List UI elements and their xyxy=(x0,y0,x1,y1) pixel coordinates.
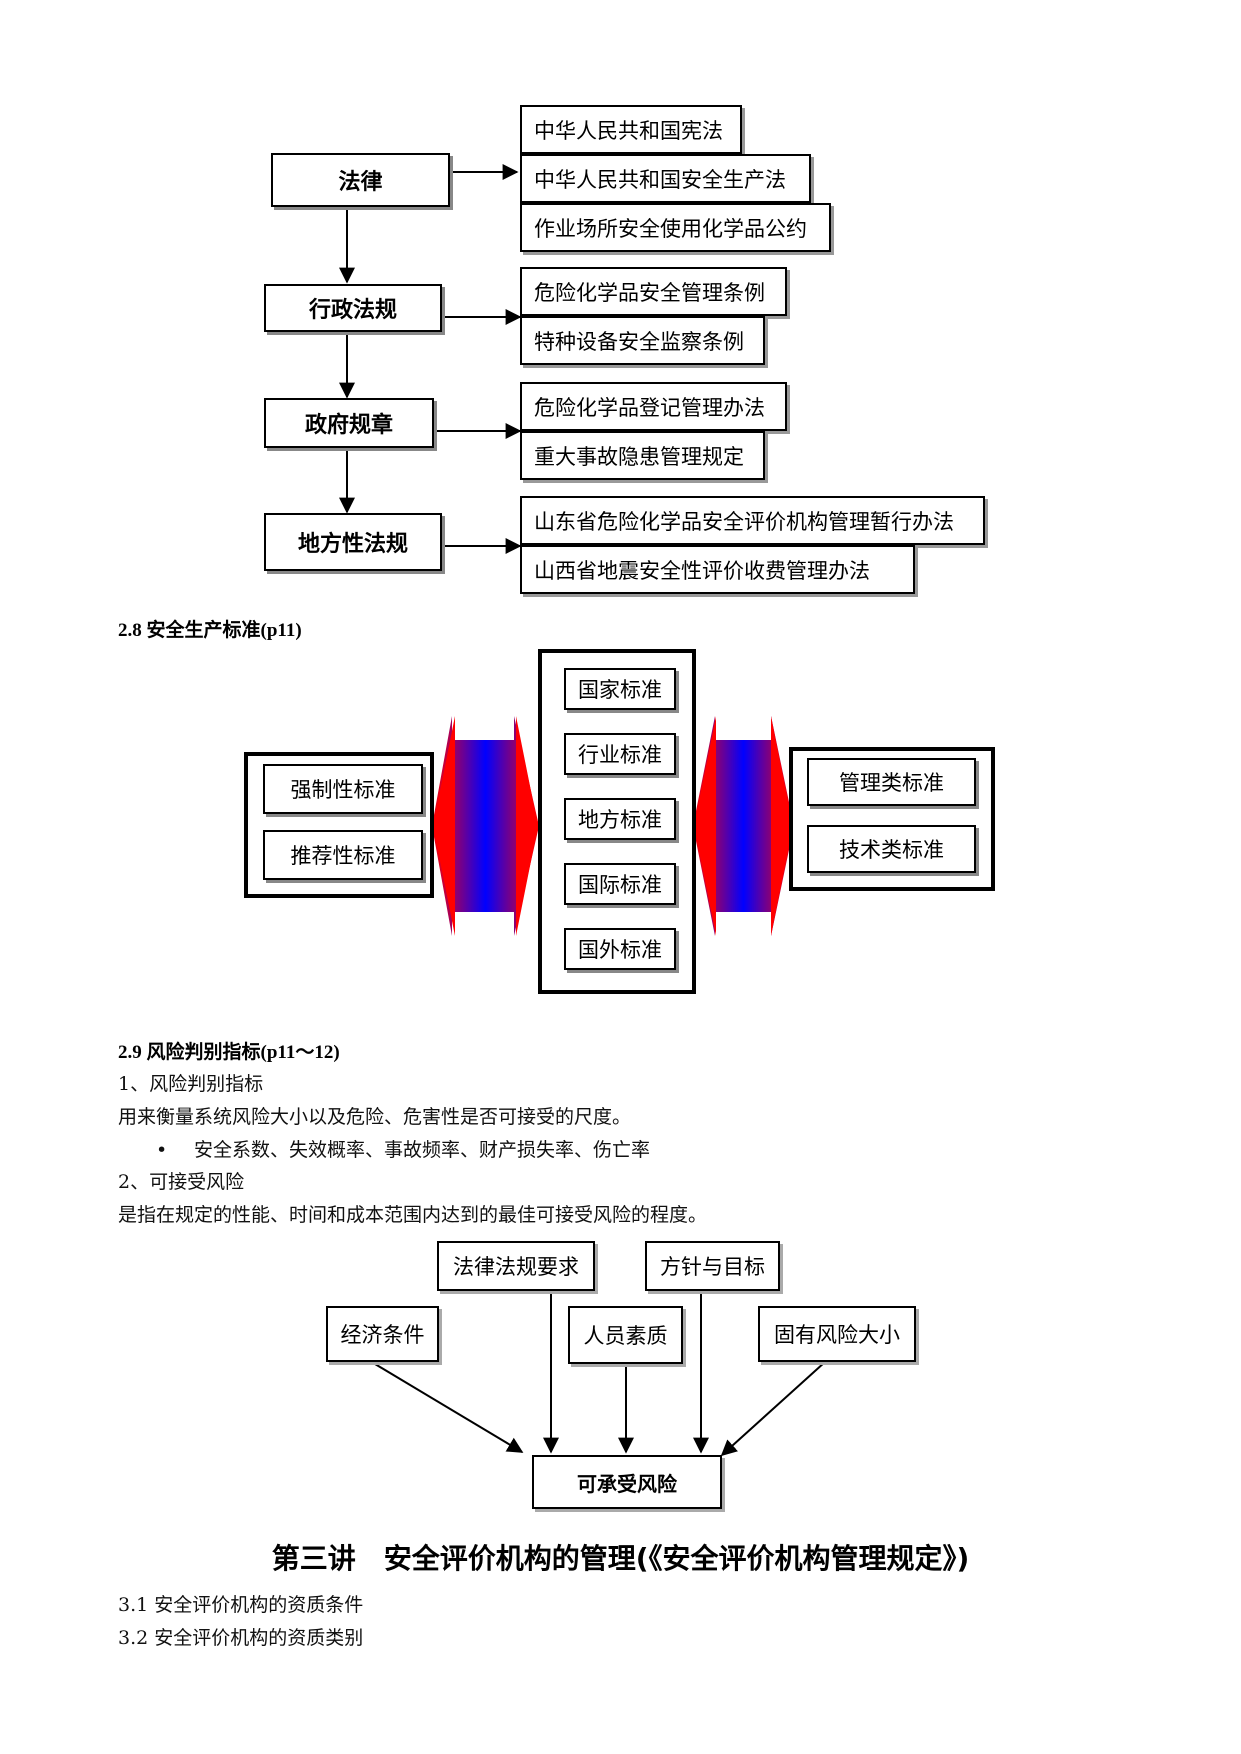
bullet-item: • 安全系数、失效概率、事故频率、财产损失率、伤亡率 xyxy=(156,1135,650,1162)
list-item: 1、风险判别指标 xyxy=(118,1073,264,1095)
admin-item: 特种设备安全监察条例 xyxy=(520,316,765,365)
bullet-icon: • xyxy=(156,1139,168,1161)
standard-level: 国外标准 xyxy=(564,928,676,970)
arrow-head-right xyxy=(516,716,538,936)
factor-box: 人员素质 xyxy=(568,1306,683,1364)
double-arrow-left xyxy=(432,716,539,936)
standard-level: 国家标准 xyxy=(564,668,676,710)
admin-item: 危险化学品安全管理条例 xyxy=(520,267,787,316)
arrow-inherent-risk xyxy=(720,1361,826,1457)
factor-box: 经济条件 xyxy=(326,1306,439,1362)
standard-category: 管理类标准 xyxy=(807,758,976,806)
local-item: 山东省危险化学品安全评价机构管理暂行办法 xyxy=(520,496,985,545)
level-admin-regulation: 行政法规 xyxy=(264,284,442,332)
double-arrow-right xyxy=(693,716,794,936)
standard-category: 技术类标准 xyxy=(807,825,976,873)
arrow-economy xyxy=(369,1360,524,1453)
standard-level: 国际标准 xyxy=(564,863,676,905)
arrow-head-left xyxy=(433,716,455,936)
local-item: 山西省地震安全性评价收费管理办法 xyxy=(520,545,915,594)
standard-level: 行业标准 xyxy=(564,733,676,775)
arrow-head-right xyxy=(771,716,793,936)
bullet-text: 安全系数、失效概率、事故频率、财产损失率、伤亡率 xyxy=(194,1139,651,1161)
law-item: 作业场所安全使用化学品公约 xyxy=(520,203,831,252)
standard-type: 推荐性标准 xyxy=(263,830,423,880)
law-item: 中华人民共和国安全生产法 xyxy=(520,154,811,203)
level-local-regulation: 地方性法规 xyxy=(264,513,442,571)
chapter-title: 第三讲 安全评价机构的管理(《安全评价机构管理规定》) xyxy=(271,1542,970,1575)
standard-level: 地方标准 xyxy=(564,798,676,840)
list-item: 2、可接受风险 xyxy=(118,1171,245,1193)
paragraph: 是指在规定的性能、时间和成本范围内达到的最佳可接受风险的程度。 xyxy=(118,1204,708,1226)
gov-item: 危险化学品登记管理办法 xyxy=(520,382,787,431)
gov-item: 重大事故隐患管理规定 xyxy=(520,431,765,480)
toc-item: 3.1 安全评价机构的资质条件 xyxy=(118,1594,364,1616)
section-heading: 2.9 风险判别指标(p11～12) xyxy=(118,1042,340,1063)
paragraph: 用来衡量系统风险大小以及危险、危害性是否可接受的尺度。 xyxy=(118,1106,632,1128)
section-heading: 2.8 安全生产标准(p11) xyxy=(118,620,302,641)
level-gov-rule: 政府规章 xyxy=(264,398,434,448)
arrow-head-left xyxy=(694,716,716,936)
factor-box: 法律法规要求 xyxy=(437,1241,595,1291)
factor-box: 方针与目标 xyxy=(645,1241,780,1291)
law-item: 中华人民共和国宪法 xyxy=(520,105,742,154)
standard-type: 强制性标准 xyxy=(263,764,423,814)
factor-box: 固有风险大小 xyxy=(758,1306,916,1362)
toc-item: 3.2 安全评价机构的资质类别 xyxy=(118,1627,364,1649)
level-law: 法律 xyxy=(271,153,450,207)
acceptable-risk-box: 可承受风险 xyxy=(532,1455,722,1509)
